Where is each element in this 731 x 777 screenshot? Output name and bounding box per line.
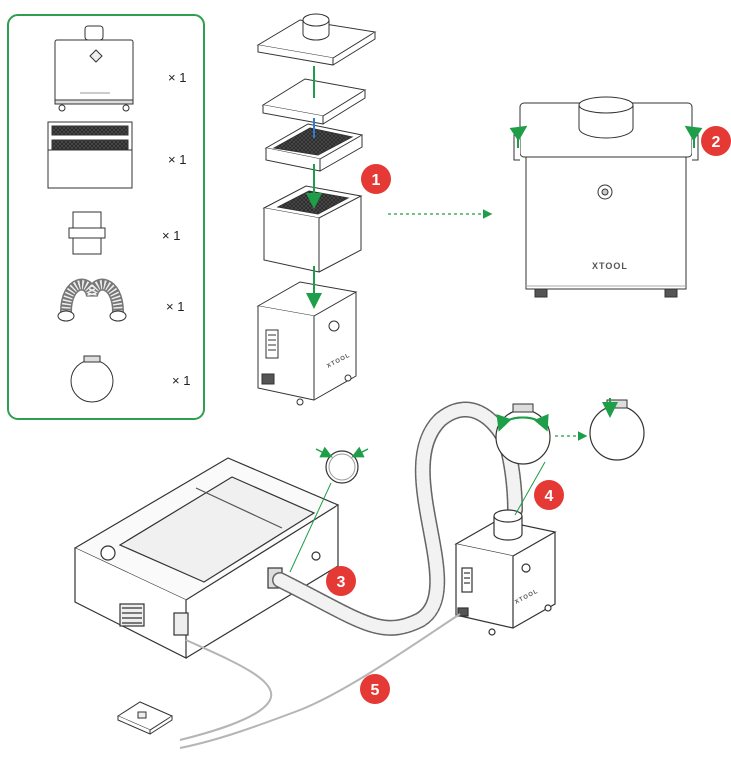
assembled-extractor: XTOOL	[513, 96, 699, 298]
latch-arrows	[509, 125, 703, 148]
step-marker-3: 3	[326, 566, 356, 596]
power-strip	[116, 701, 174, 735]
step-marker-1: 1	[361, 164, 391, 194]
step-marker-2: 2	[701, 126, 731, 156]
assembled-brand: XTOOL	[592, 261, 628, 271]
qty-filter: × 1	[168, 152, 186, 167]
qty-fume-extractor: × 1	[168, 70, 186, 85]
clamp-detail-3	[289, 446, 369, 573]
qty-hose: × 1	[166, 299, 184, 314]
parts-list-panel	[7, 14, 205, 420]
part-hose-clamp	[70, 355, 114, 403]
part-hose	[57, 278, 127, 322]
exploded-view: XTOOL	[256, 13, 377, 406]
step-number-1: 1	[372, 172, 381, 189]
part-adapter	[68, 211, 106, 255]
step-number-4: 4	[545, 488, 554, 505]
part-filter	[47, 121, 133, 189]
laser-engraver	[73, 457, 340, 659]
step-number-5: 5	[371, 682, 380, 699]
engraver-vent	[119, 603, 145, 627]
step-number-3: 3	[337, 574, 346, 591]
clamp-detail-4	[495, 398, 645, 516]
power-cables	[179, 613, 461, 749]
part-fume-extractor	[54, 25, 134, 112]
step-marker-4: 4	[534, 480, 564, 510]
qty-adapter: × 1	[162, 228, 180, 243]
connected-extractor: XTOOL	[454, 509, 557, 636]
step-marker-5: 5	[360, 674, 390, 704]
step-number-2: 2	[712, 134, 721, 151]
qty-hose-clamp: × 1	[172, 373, 190, 388]
